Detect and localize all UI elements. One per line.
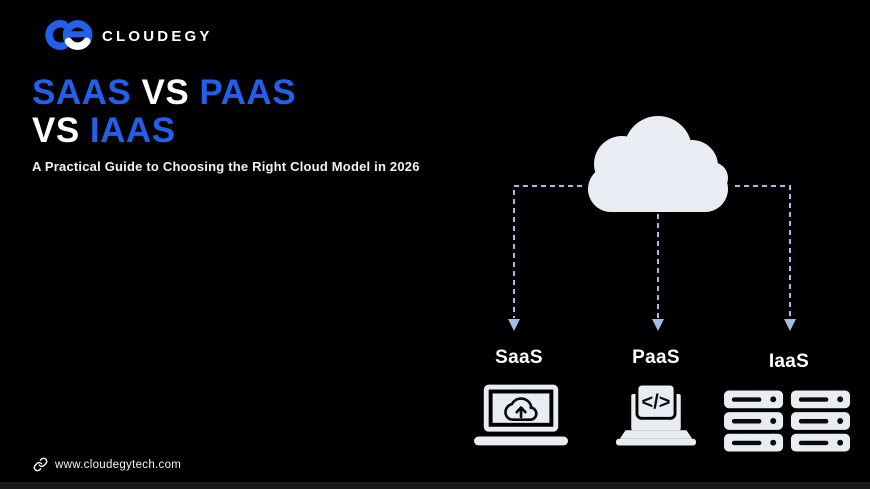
connector-left <box>513 185 582 318</box>
arrowhead-saas <box>508 319 520 331</box>
node-label-saas: SaaS <box>495 347 543 368</box>
laptop-code-icon: </> <box>616 382 696 446</box>
title-saas: SAAS <box>32 73 132 112</box>
title-vs2: VS <box>32 111 90 150</box>
brand-name: CLOUDEGY <box>102 27 213 45</box>
cloud-icon <box>588 116 728 212</box>
arrowhead-paas <box>652 319 664 331</box>
subtitle: A Practical Guide to Choosing the Right … <box>32 159 420 174</box>
page-title-line1: SAAS VS PAAS <box>32 74 420 112</box>
link-icon <box>33 457 48 472</box>
node-label-paas: PaaS <box>632 347 680 368</box>
arrowhead-iaas <box>784 319 796 331</box>
page-title-line2: VS IAAS <box>32 112 420 150</box>
title-paas: PAAS <box>199 73 297 112</box>
bottom-strip <box>0 482 870 489</box>
server-racks-icon <box>724 390 850 452</box>
cloudegy-ce-logo-icon <box>45 20 93 50</box>
laptop-cloud-upload-icon <box>474 384 568 446</box>
footer-url[interactable]: www.cloudegytech.com <box>55 458 182 471</box>
footer-link[interactable]: www.cloudegytech.com <box>33 457 181 472</box>
title-iaas: IAAS <box>89 111 176 150</box>
node-label-iaas: IaaS <box>768 351 810 372</box>
code-glyph: </> <box>642 391 671 413</box>
title-block: SAAS VS PAAS VS IAAS A Practical Guide t… <box>32 74 420 175</box>
title-vs1: VS <box>131 73 200 112</box>
connector-arrows <box>508 185 796 331</box>
connector-right <box>735 185 791 318</box>
brand-header: CLOUDEGY <box>36 14 213 56</box>
